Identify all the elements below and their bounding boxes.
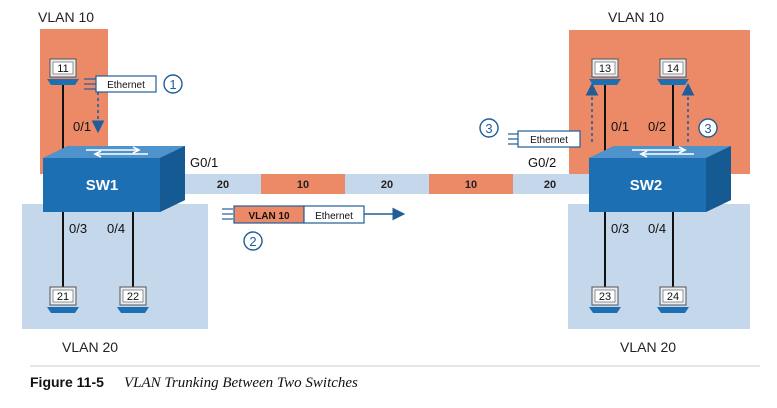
port-label-sw1-0-3: 0/3 [69, 221, 87, 236]
step-2-label: 2 [249, 234, 256, 249]
step-3-badge [698, 118, 718, 138]
pc-24[interactable]: 24 [656, 286, 690, 314]
pc-14[interactable]: 14 [656, 58, 690, 86]
trunk-segment-label: 10 [297, 179, 309, 191]
vlan-label-right-bottom: VLAN 20 [620, 339, 676, 355]
port-label-sw2-0-1: 0/1 [611, 119, 629, 134]
pc-label: 13 [599, 63, 611, 75]
port-label-sw2-0-4: 0/4 [648, 221, 666, 236]
trunk-segment-vlan20 [345, 174, 429, 194]
port-label-sw2-0-2: 0/2 [648, 119, 666, 134]
trunk-segment-label: 20 [544, 179, 556, 191]
figure-number: Figure 11-5 [30, 374, 104, 390]
pc-22[interactable]: 22 [116, 286, 150, 314]
step-2-badge [243, 231, 263, 251]
step-1-label: 1 [169, 77, 176, 92]
trunk-segment-vlan20 [185, 174, 261, 194]
frame-step-2: VLAN 10 Ethernet 2 [222, 205, 406, 251]
ethernet-frame-label: Ethernet [315, 211, 353, 222]
motion-lines-icon [84, 78, 96, 90]
trunk-segment-label: 20 [381, 179, 393, 191]
pc-label: 24 [667, 291, 679, 303]
step-3-label: 3 [485, 121, 492, 136]
pc-23[interactable]: 23 [588, 286, 622, 314]
port-label-sw1-0-4: 0/4 [107, 221, 125, 236]
pc-label: 21 [57, 291, 69, 303]
trunk-segment-label: 10 [465, 179, 477, 191]
pc-label: 23 [599, 291, 611, 303]
switch-sw1[interactable]: SW1 [43, 146, 185, 212]
port-label-sw2-0-3: 0/3 [611, 221, 629, 236]
vlan-label-right-top: VLAN 10 [608, 9, 664, 25]
ethernet-frame-label: Ethernet [107, 80, 145, 91]
trunk-segment-vlan10 [261, 174, 345, 194]
trunk-segment-label: 20 [217, 179, 229, 191]
ethernet-frame-label: Ethernet [530, 135, 568, 146]
motion-lines-icon [222, 208, 233, 220]
trunk-segment-vlan10 [429, 174, 513, 194]
step-3-label: 3 [704, 121, 711, 136]
port-label-sw1-0-1: 0/1 [73, 119, 91, 134]
switch-arrows-icon [86, 146, 148, 158]
switch-arrows-icon [632, 146, 694, 158]
frame-step-1: Ethernet 1 [84, 74, 183, 134]
figure-caption: VLAN Trunking Between Two Switches [124, 375, 358, 391]
pc-11[interactable]: 11 [46, 58, 80, 86]
pc-21[interactable]: 21 [46, 286, 80, 314]
port-label-sw2-g0-2: G0/2 [528, 155, 556, 170]
trunk-link: 20 10 20 10 20 [185, 174, 593, 194]
ethernet-frame [95, 75, 157, 93]
ethernet-frame [517, 130, 581, 148]
pc-13[interactable]: 13 [588, 58, 622, 86]
step-1-badge [163, 74, 183, 94]
trunk-segment-vlan20 [513, 174, 593, 194]
pc-label: 11 [57, 63, 68, 75]
frame-step-3: 3 Ethernet 3 [479, 82, 718, 148]
motion-lines-icon [508, 133, 518, 145]
switch-label-sw2: SW2 [630, 177, 663, 194]
port-label-sw1-g0-1: G0/1 [190, 155, 218, 170]
step-3-badge [479, 118, 499, 138]
pc-label: 22 [127, 291, 139, 303]
vlan-label-left-bottom: VLAN 20 [62, 339, 118, 355]
switch-sw2[interactable]: SW2 [589, 146, 731, 212]
switch-label-sw1: SW1 [86, 177, 119, 194]
pc-label: 14 [667, 63, 679, 75]
vlan-label-left-top: VLAN 10 [38, 9, 94, 25]
vlan-tag-label: VLAN 10 [248, 211, 290, 222]
